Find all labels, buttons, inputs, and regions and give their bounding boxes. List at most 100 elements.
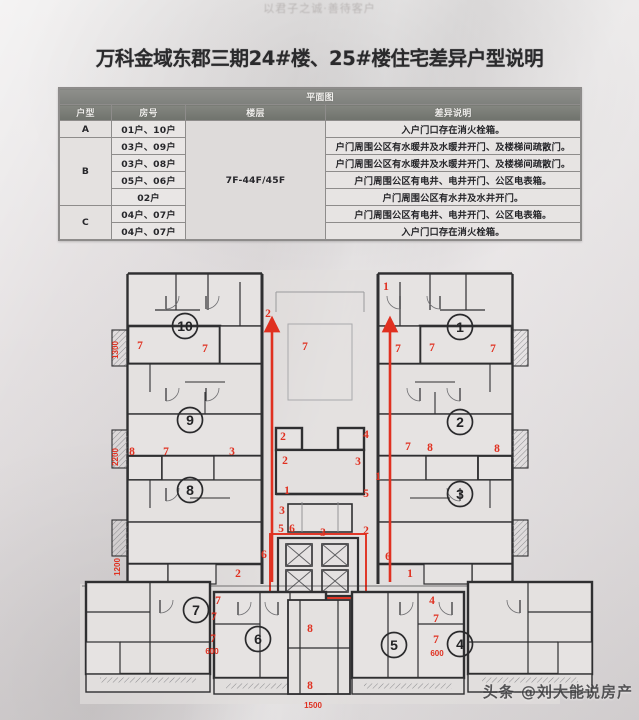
unit-circle-3 [446, 480, 474, 508]
table-caption: 平面图 [59, 88, 581, 105]
column-header-room: 房号 [111, 104, 186, 121]
unit-circle-10 [171, 312, 199, 340]
red-note-2: 7 [302, 341, 308, 353]
red-note-36: 8 [307, 623, 313, 635]
column-header-desc: 差异说明 [325, 104, 581, 121]
dimension-1: 2200 [111, 448, 120, 466]
red-note-9: 3 [229, 446, 235, 458]
table-caption-row: 平面图 [59, 88, 581, 105]
table-row: 03户、08户 户门周围公区有水暖井及水暖井开门、及楼梯间疏散门。 [60, 154, 581, 172]
unit-circle-8 [176, 476, 204, 504]
red-note-4: 1 [383, 281, 389, 293]
spec-table-container: 平面图 户型 房号 楼层 差异说明 A 01户、10户 7F-44F/45F 入… [58, 87, 582, 241]
red-note-37: 8 [307, 680, 313, 692]
red-note-21: 2 [363, 525, 369, 537]
column-header-floor: 楼层 [185, 104, 326, 121]
table-header-row: 户型 房号 楼层 差异说明 [59, 104, 581, 121]
red-note-27: 6 [385, 551, 391, 563]
dimension-2: 1200 [113, 558, 122, 576]
red-note-1: 7 [202, 343, 208, 355]
red-note-25: 8 [494, 443, 500, 455]
unit-circle-2 [446, 408, 474, 436]
spec-table-head: 平面图 户型 房号 楼层 差异说明 [59, 88, 581, 121]
unit-circle-9 [176, 406, 204, 434]
dimension-labels: 1300 2200 1200 600 600 1500 [111, 341, 444, 710]
red-note-17: 3 [279, 505, 285, 517]
unit-circle-6 [244, 625, 272, 653]
cell-room: 04户、07户 [111, 205, 186, 223]
dimension-4: 600 [430, 649, 444, 658]
unit-number-10: 10 [177, 318, 193, 334]
dimension-0: 1300 [111, 341, 120, 359]
watermark: 头条 @刘大能说房产 [482, 683, 633, 701]
red-note-10: 2 [280, 431, 286, 443]
red-note-24: 7 [490, 343, 496, 355]
red-note-18: 5 [278, 523, 284, 535]
unit-number-2: 2 [456, 414, 464, 430]
plan-body [80, 270, 594, 704]
unit-number-7: 7 [192, 602, 200, 618]
red-note-12: 4 [363, 429, 369, 441]
unit-number-3: 3 [456, 486, 464, 502]
page-title: 万科金域东郡三期24#楼、25#楼住宅差异户型说明 [95, 47, 544, 70]
red-note-20: 3 [320, 527, 326, 539]
red-note-30: 7 [215, 595, 221, 607]
cell-type: A [59, 120, 112, 138]
red-note-19: 6 [289, 523, 295, 535]
table-row: 04户、07户 入户门口存在消火栓箱。 [60, 222, 581, 240]
red-note-0: 7 [137, 340, 143, 352]
red-note-31: 7 [211, 611, 217, 623]
unit-circle-1 [446, 313, 474, 341]
red-note-34: 7 [433, 613, 439, 625]
cell-floor-range: 7F-44F/45F [185, 120, 326, 240]
unit-number-5: 5 [390, 637, 398, 653]
red-note-26: 6 [261, 549, 267, 561]
column-header-type: 户型 [59, 104, 112, 121]
top-banner-slogan: 以君子之诚·善待客户 [263, 2, 376, 15]
red-note-22: 7 [405, 441, 411, 453]
cell-room: 03户、09户 [111, 137, 186, 155]
spec-table-body: A 01户、10户 7F-44F/45F 入户门口存在消火栓箱。 B 03户、0… [59, 120, 581, 240]
unit-circle-7 [182, 596, 210, 624]
red-note-7: 8 [129, 446, 135, 458]
cell-desc: 户门周围公区有水暖井及水暖井开门、及楼梯间疏散门。 [325, 154, 581, 172]
red-note-11: 2 [282, 455, 288, 467]
table-row: C 04户、07户 户门周围公区有电井、电井开门、公区电表箱。 [59, 205, 581, 240]
red-note-28: 2 [235, 568, 241, 580]
unit-number-1: 1 [456, 319, 464, 335]
cell-desc: 户门周围公区有电井、电井开门、公区电表箱。 [325, 171, 581, 189]
cell-room: 05户、06户 [111, 171, 186, 189]
red-note-3: 2 [265, 308, 271, 320]
red-note-35: 7 [433, 634, 439, 646]
dimension-5: 1500 [304, 701, 322, 710]
unit-circle-5 [380, 631, 408, 659]
circulation-arrows [263, 315, 399, 582]
table-row: B 03户、09户 户门周围公区有水暖井及水暖井开门、及楼梯间疏散门。 [59, 137, 581, 206]
red-note-6: 7 [429, 342, 435, 354]
cell-desc: 户门周围公区有水井及水井开门。 [325, 188, 581, 206]
red-note-13: 3 [355, 456, 361, 468]
red-note-29: 1 [407, 568, 413, 580]
dimension-3: 600 [205, 647, 219, 656]
unit-number-6: 6 [254, 631, 262, 647]
red-note-23: 8 [427, 442, 433, 454]
unit-number-8: 8 [186, 482, 194, 498]
red-note-33: 4 [429, 595, 435, 607]
table-row: A 01户、10户 7F-44F/45F 入户门口存在消火栓箱。 [59, 120, 581, 240]
table-row: 02户 户门周围公区有水井及水井开门。 [60, 188, 581, 206]
spec-table: 平面图 户型 房号 楼层 差异说明 A 01户、10户 7F-44F/45F 入… [59, 88, 581, 240]
cell-desc: 户门周围公区有电井、电井开门、公区电表箱。 [325, 205, 581, 223]
red-note-14: 1 [375, 471, 381, 483]
red-note-5: 7 [395, 343, 401, 355]
cell-desc: 户门周围公区有水暖井及水暖井开门、及楼梯间疏散门。 [325, 137, 581, 155]
cell-desc: 入户门口存在消火栓箱。 [325, 222, 581, 240]
red-note-16: 1 [284, 485, 290, 497]
red-note-32: 7 [210, 633, 216, 645]
red-note-8: 7 [163, 446, 169, 458]
cell-type: C [59, 205, 112, 240]
cell-room: 04户、07户 [111, 222, 186, 240]
